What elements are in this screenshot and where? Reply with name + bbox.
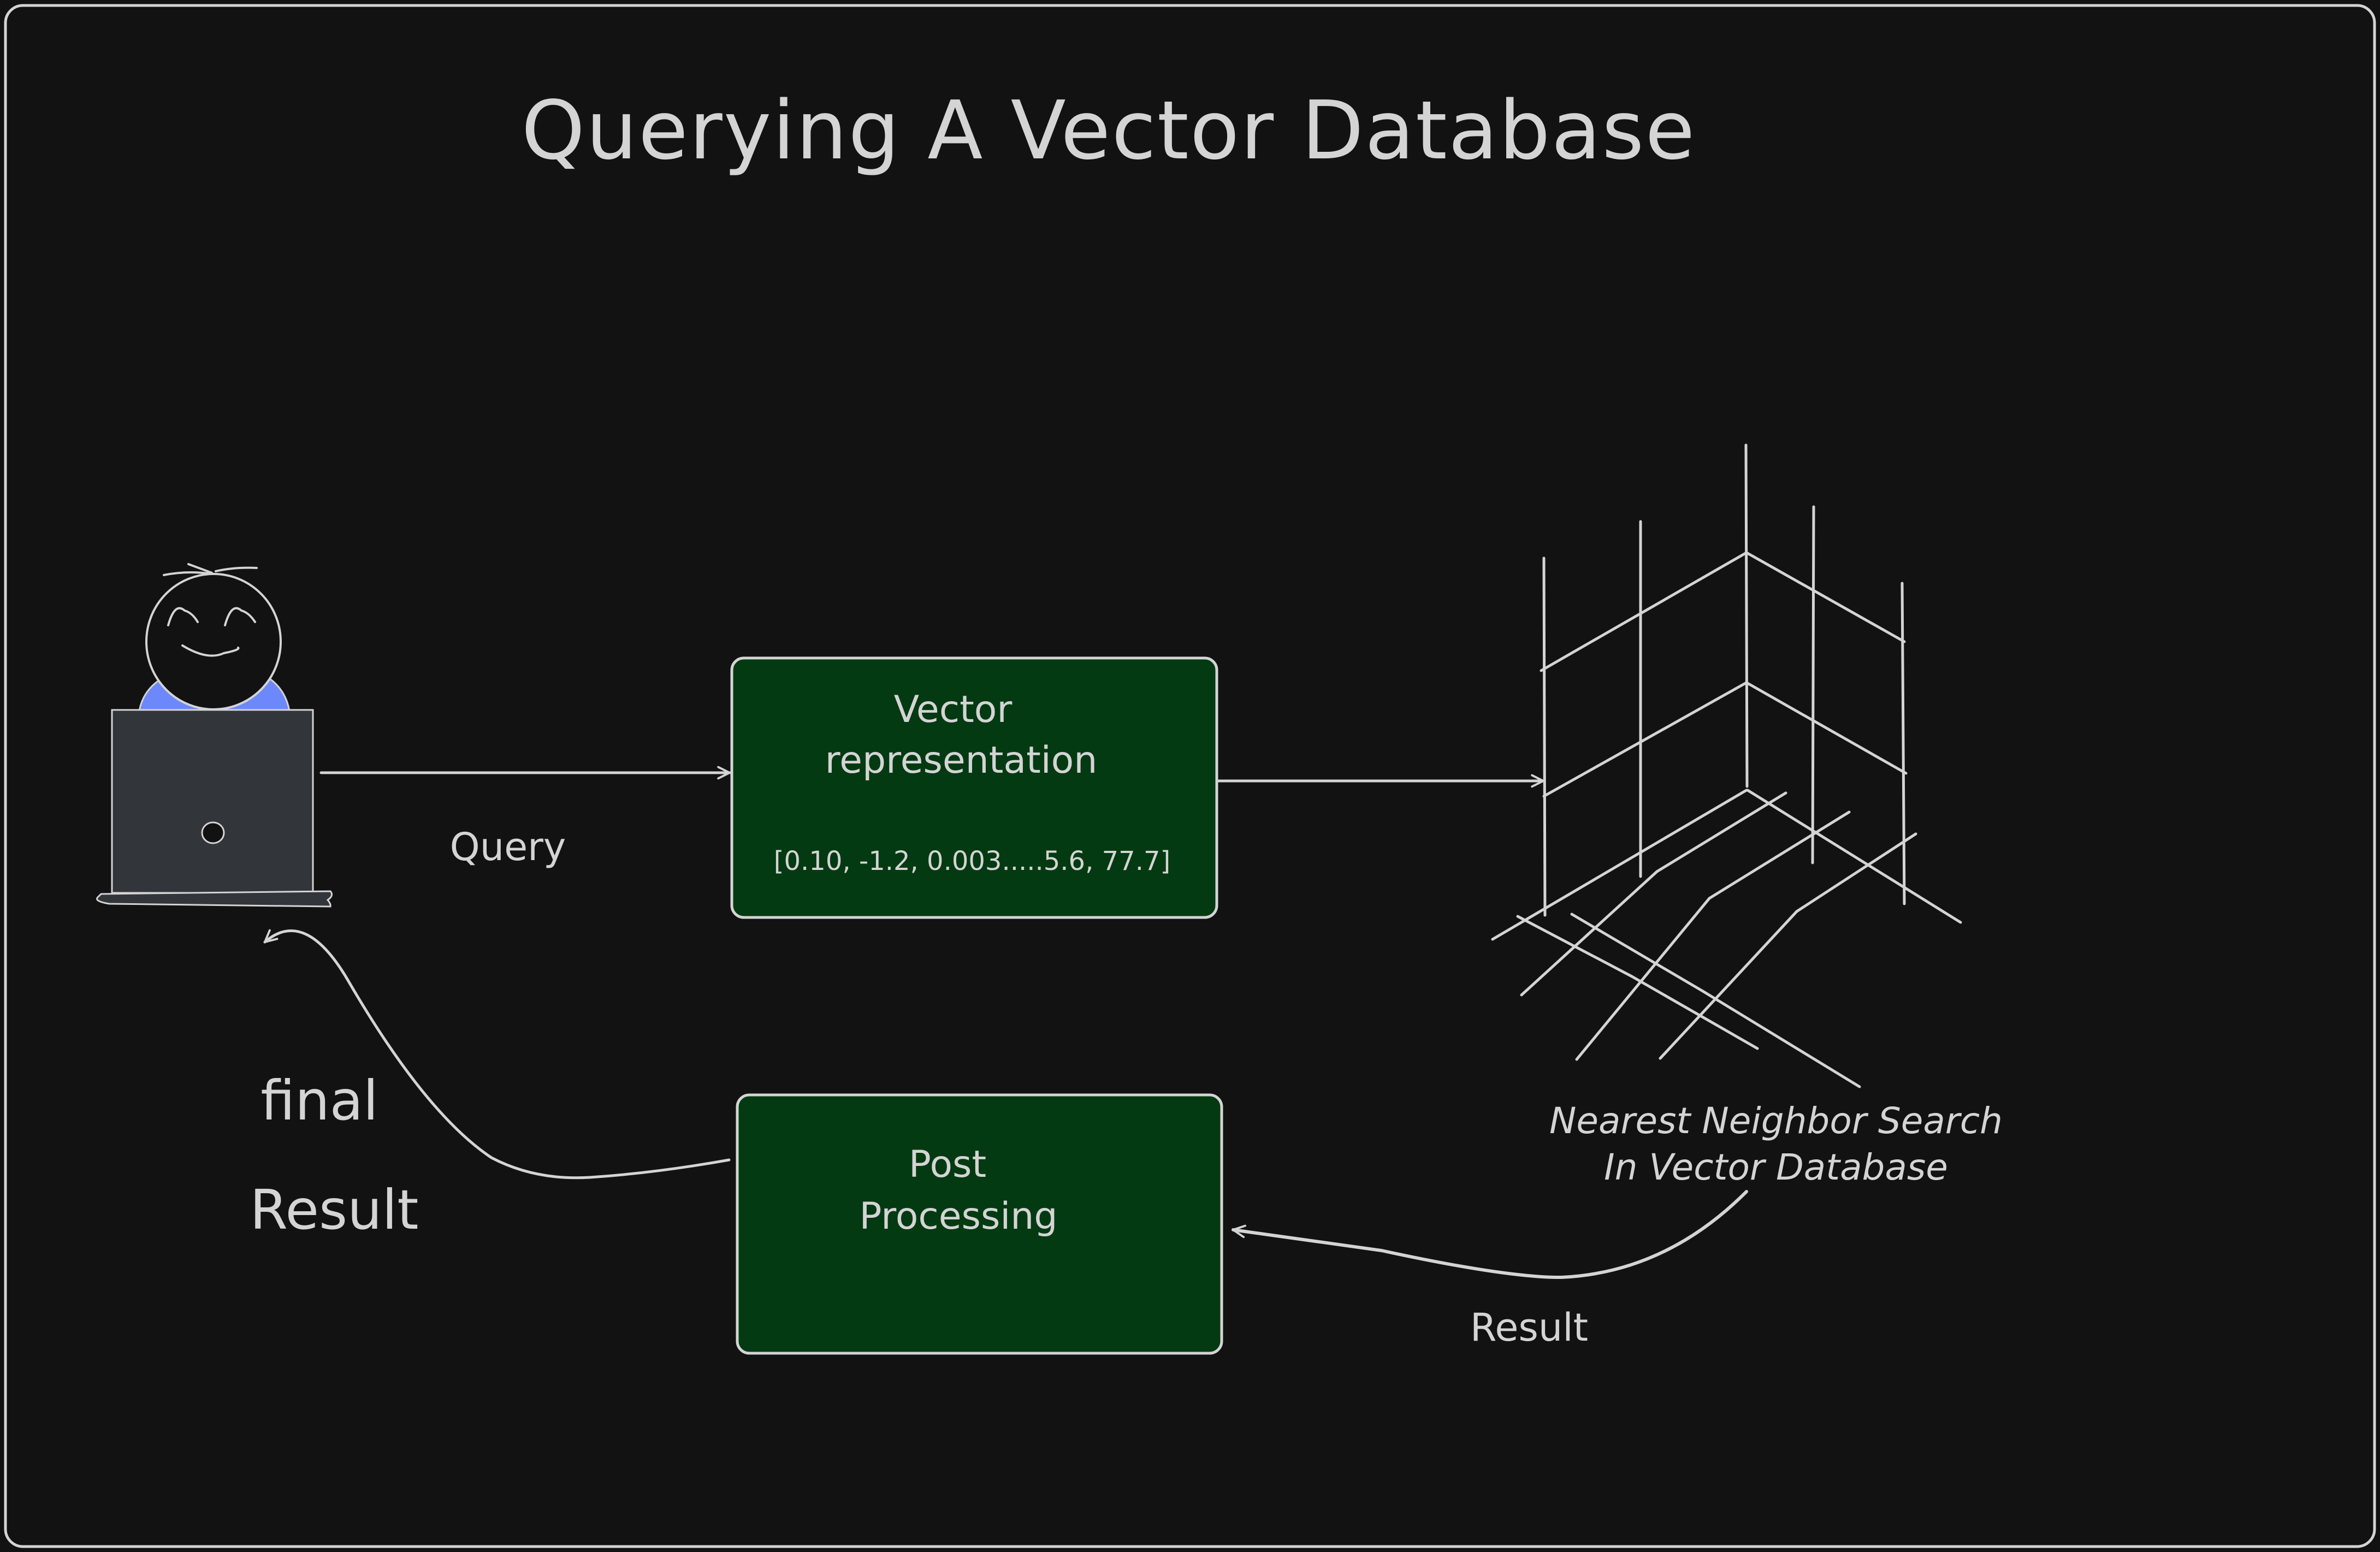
grid-line [1746,789,1962,924]
grid-line [1701,990,1861,1088]
grid-line [1901,582,1906,905]
smile-icon [181,644,240,657]
right-eye-icon [224,607,256,626]
post-processing-box[interactable]: Post Processing [736,1093,1223,1355]
3d-grid-icon[interactable] [1491,443,1962,1088]
vector-box-title-line2: representation [825,739,1098,782]
grid-line [1542,681,1748,798]
laptop-screen [111,709,314,894]
left-eye-icon [167,607,199,626]
laptop-logo-icon [201,821,225,844]
frame-border [4,4,2376,1548]
page-title: Querying A Vector Database [522,84,1696,177]
post-box-title-line2: Processing [859,1195,1057,1238]
grid-line [1708,810,1851,900]
grid-line [1745,551,1906,643]
grid-line [1795,832,1917,913]
result-label: Result [1470,1305,1588,1350]
grid-line [1540,551,1748,672]
grid-line [1745,681,1908,775]
query-label: Query [450,825,566,869]
final-result-arrow[interactable] [265,931,731,1180]
final-result-label-line2: Result [250,1178,419,1242]
grid-line [1744,443,1749,788]
grid-line [1516,915,1633,978]
vector-values: [0.10, -1.2, 0.003.....5.6, 77.7] [774,846,1170,876]
vector-box-title-line1: Vector [894,688,1013,731]
head-icon [145,573,282,710]
grid-line [1542,556,1547,917]
grid-line [1491,789,1748,941]
nearest-neighbor-label-line1: Nearest Neighbor Search [1549,1100,2003,1142]
vector-representation-box[interactable]: Vector representation [0.10, -1.2, 0.003… [730,656,1218,919]
grid-line [1811,505,1815,864]
grid-line [1570,913,1704,993]
grid-line [1575,897,1711,1061]
post-box-title-line1: Post [909,1143,986,1186]
result-arrow[interactable] [1233,1190,1748,1279]
nearest-neighbor-label-line2: In Vector Database [1604,1146,1948,1188]
grid-line [1659,910,1798,1060]
grid-line [1520,870,1659,997]
laptop-base [96,890,333,908]
final-result-label-line1: final [261,1069,378,1133]
hair-icon [163,563,258,576]
grid-line [1630,975,1759,1050]
person-at-laptop-icon[interactable] [96,563,333,908]
grid-line [1655,791,1787,873]
